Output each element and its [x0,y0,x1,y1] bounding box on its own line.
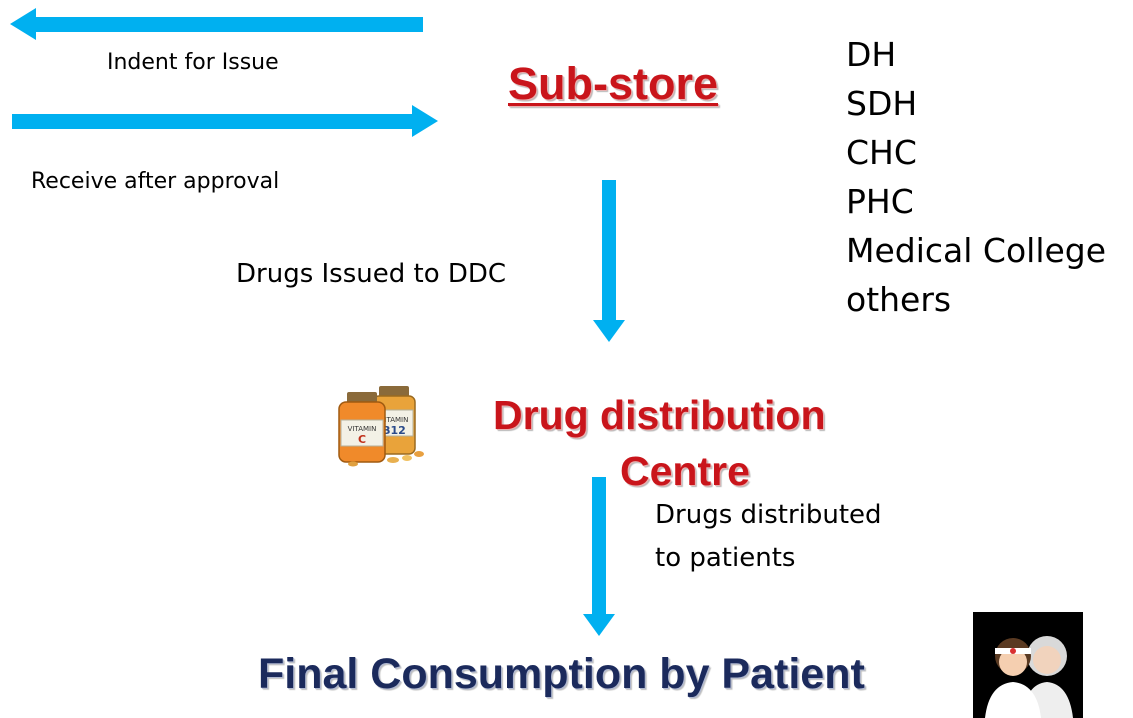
issued-label: Drugs Issued to DDC [236,259,507,289]
distributed-label-line2: to patients [655,543,796,573]
ddc-title-line2: Centre [620,448,750,494]
indent-arrow [10,8,423,40]
issue-down-arrow [593,180,625,342]
receive-label: Receive after approval [31,169,280,194]
distribute-down-arrow [583,477,615,636]
svg-text:B12: B12 [382,424,406,437]
site-item: PHC [846,182,914,221]
site-item: others [846,280,952,319]
indent-label: Indent for Issue [107,50,279,75]
ddc-title-line1: Drug distribution [493,392,826,438]
final-consumption-title: Final Consumption by Patient [258,650,865,698]
site-item: DH [846,35,897,74]
site-item: Medical College [846,231,1107,270]
svg-text:VITAMIN: VITAMIN [380,416,409,424]
sites-list: DH SDH CHC PHC Medical College others [846,30,1106,324]
patients-icon [973,612,1083,718]
svg-text:C: C [358,433,366,446]
site-item: SDH [846,84,918,123]
site-item: CHC [846,133,917,172]
svg-text:VITAMIN: VITAMIN [348,425,377,433]
sub-store-title: Sub-store [508,58,719,109]
medicine-bottles-icon: VITAMIN B12 VITAMIN C [333,378,428,468]
receive-arrow [12,105,438,137]
distributed-label-line1: Drugs distributed [655,500,882,530]
